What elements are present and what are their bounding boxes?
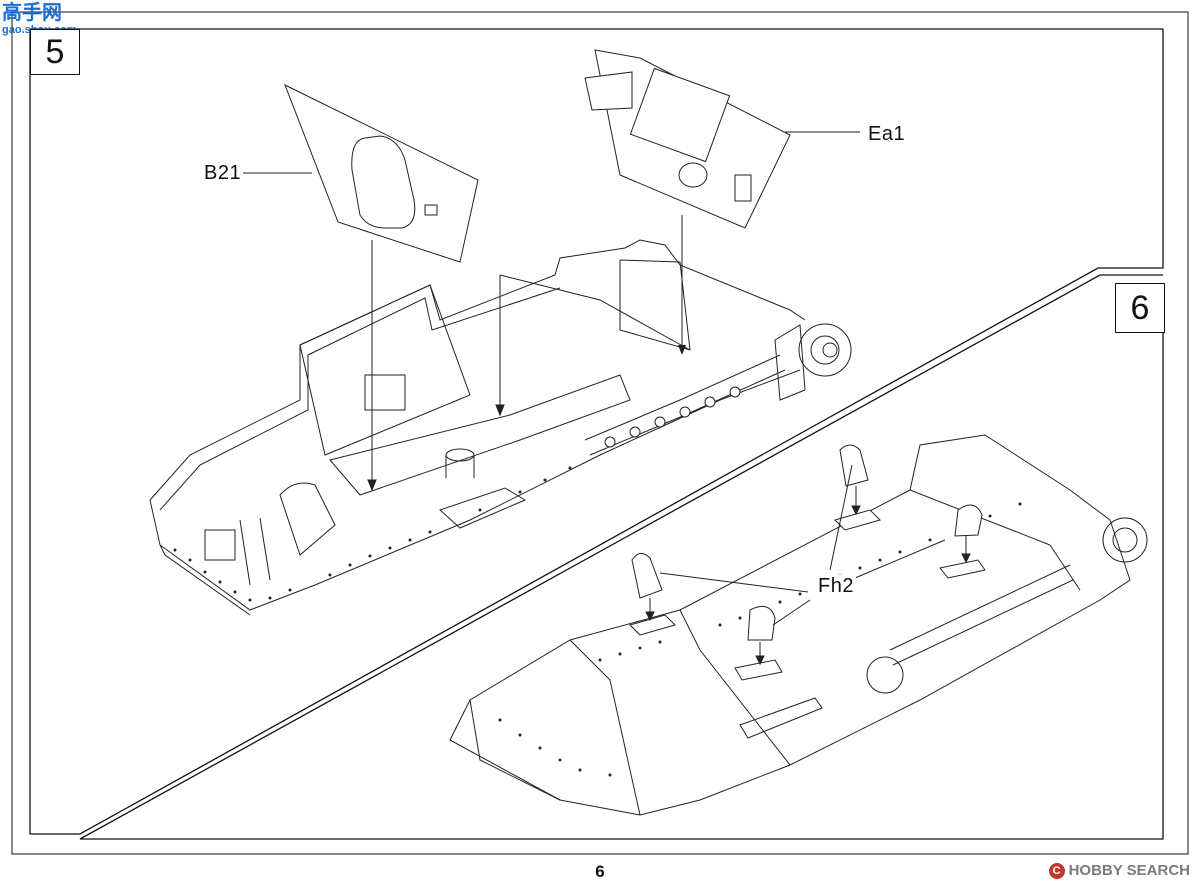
- page-frame: [11, 11, 1189, 855]
- part-ea1: [584, 49, 791, 229]
- arrow: [367, 479, 377, 492]
- step5-frame: [29, 28, 1164, 835]
- step6-frame: [79, 274, 1164, 840]
- page-number: 6: [595, 862, 605, 881]
- step-number-6: 6: [1115, 283, 1165, 333]
- fh2-leader-3: [772, 599, 811, 626]
- watermark-chars: 高手网: [2, 2, 62, 24]
- watermark-bottom-right: C HOBBY SEARCH: [1048, 862, 1190, 879]
- watermark-text: HOBBY SEARCH: [1068, 862, 1190, 879]
- fh2-leader-4: [854, 539, 946, 579]
- step-number-5: 5: [30, 29, 80, 75]
- part-label-ea1: Ea1: [866, 123, 908, 146]
- part-fh2: [629, 444, 986, 681]
- part-label-b21: B21: [202, 162, 244, 185]
- step6-hull: [449, 434, 1148, 816]
- part-label-fh2: Fh2: [816, 575, 856, 598]
- arrow: [678, 345, 686, 355]
- hobby-search-logo-icon: C: [1048, 862, 1065, 879]
- fh2-leader-2: [829, 464, 853, 571]
- arrow: [495, 404, 505, 417]
- step5-hull: [149, 239, 852, 616]
- fh2-leader-1: [659, 572, 809, 593]
- part-b21: [284, 83, 479, 263]
